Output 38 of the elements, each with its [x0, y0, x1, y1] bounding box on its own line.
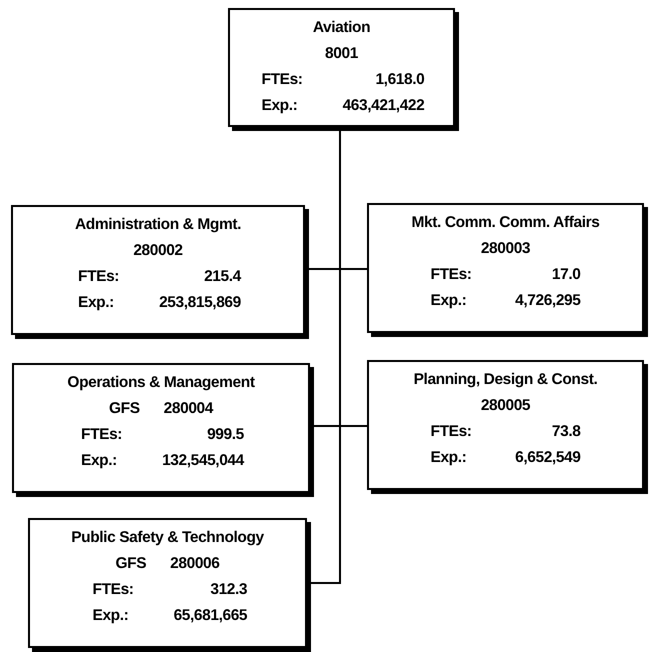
field-value: 73.8 — [552, 422, 580, 442]
field-label: FTEs: — [81, 425, 122, 445]
field-value: 999.5 — [207, 425, 244, 445]
unit-name: Public Safety & Technology — [71, 528, 264, 548]
unit-name: Operations & Management — [67, 373, 255, 393]
field-value: 17.0 — [552, 265, 580, 285]
unit-name: Administration & Mgmt. — [75, 215, 241, 235]
unit-code: 280004 — [164, 399, 213, 419]
field-value: 1,618.0 — [375, 70, 424, 90]
field-label: FTEs: — [430, 422, 472, 442]
field-value: 312.3 — [210, 580, 248, 600]
field-label: Exp.: — [81, 451, 117, 471]
field-label: Exp.: — [262, 96, 298, 116]
field-label: Exp.: — [78, 293, 114, 313]
fund-code: GFS — [116, 554, 146, 574]
field-label: Exp.: — [430, 291, 466, 311]
field-value: 132,545,044 — [162, 451, 244, 471]
unit-code: 280006 — [170, 554, 220, 574]
field-label: FTEs: — [92, 580, 134, 600]
unit-name: Mkt. Comm. Comm. Affairs — [412, 213, 600, 233]
field-label: FTEs: — [430, 265, 472, 285]
field-value: 253,815,869 — [159, 293, 241, 313]
unit-code: 8001 — [325, 44, 358, 64]
field-label: FTEs: — [78, 267, 120, 287]
unit-code: 280002 — [133, 241, 183, 261]
field-label: Exp.: — [92, 606, 128, 626]
field-value: 463,421,422 — [342, 96, 424, 116]
field-value: 65,681,665 — [174, 606, 248, 626]
unit-code: 280003 — [480, 239, 530, 259]
fund-code: GFS — [109, 399, 140, 419]
unit-code: 280005 — [480, 396, 530, 416]
unit-name: Aviation — [312, 18, 370, 38]
field-value: 4,726,295 — [515, 291, 580, 311]
field-label: Exp.: — [430, 448, 466, 468]
field-label: FTEs: — [262, 70, 303, 90]
field-value: 6,652,549 — [515, 448, 580, 468]
unit-name: Planning, Design & Const. — [414, 370, 598, 390]
field-value: 215.4 — [204, 267, 241, 287]
